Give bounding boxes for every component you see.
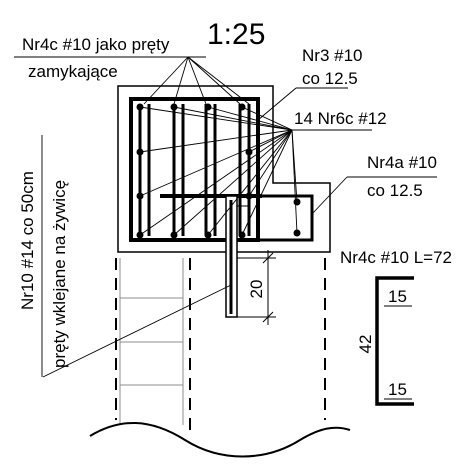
- closing-bars-label-line1: Nr4c #10 jako pręty: [22, 35, 170, 54]
- stirrup-nr4a-label-line1: Nr4a #10: [367, 153, 437, 172]
- longitudinal-bars-label: 14 Nr6c #12: [294, 109, 387, 128]
- bar-detail-top-leg: 15: [388, 287, 407, 306]
- stirrup-nr4a-label-line2: co 12.5: [367, 181, 423, 200]
- closing-bars-label-line2: zamykające: [28, 62, 118, 81]
- existing-wall: [119, 258, 184, 425]
- wall-break-line: [89, 421, 351, 458]
- bar-detail-title: Nr4c #10 L=72: [340, 248, 452, 267]
- stirrup-nr3-label-line2: co 12.5: [302, 69, 358, 88]
- stirrup-nr3: [129, 97, 260, 242]
- leader-lines: [14, 56, 437, 378]
- bar-detail-shape: [375, 276, 414, 406]
- stirrup-nr3-label-line1: Nr3 #10: [302, 46, 362, 65]
- bar-detail-bottom-leg: 15: [388, 380, 407, 399]
- anchor-bar-hook: [236, 195, 250, 207]
- wall-outline-dashed: [115, 258, 326, 430]
- bar-detail-height: 42: [356, 335, 375, 354]
- anchor-depth-dimension: [237, 250, 276, 325]
- longitudinal-bars-nr6c: [136, 103, 301, 239]
- closing-bars-nr4c: [138, 104, 251, 236]
- anchor-bars-label-line2: pręty wklejane na żywicę: [50, 180, 69, 368]
- concrete-section-outline: [117, 85, 331, 253]
- stirrup-nr4a: [258, 194, 314, 242]
- anchor-bars-label-line1: Nr10 #14 co 50cm: [18, 171, 37, 310]
- anchor-depth-dim-label: 20: [247, 280, 266, 299]
- scale-label: 1:25: [207, 18, 265, 51]
